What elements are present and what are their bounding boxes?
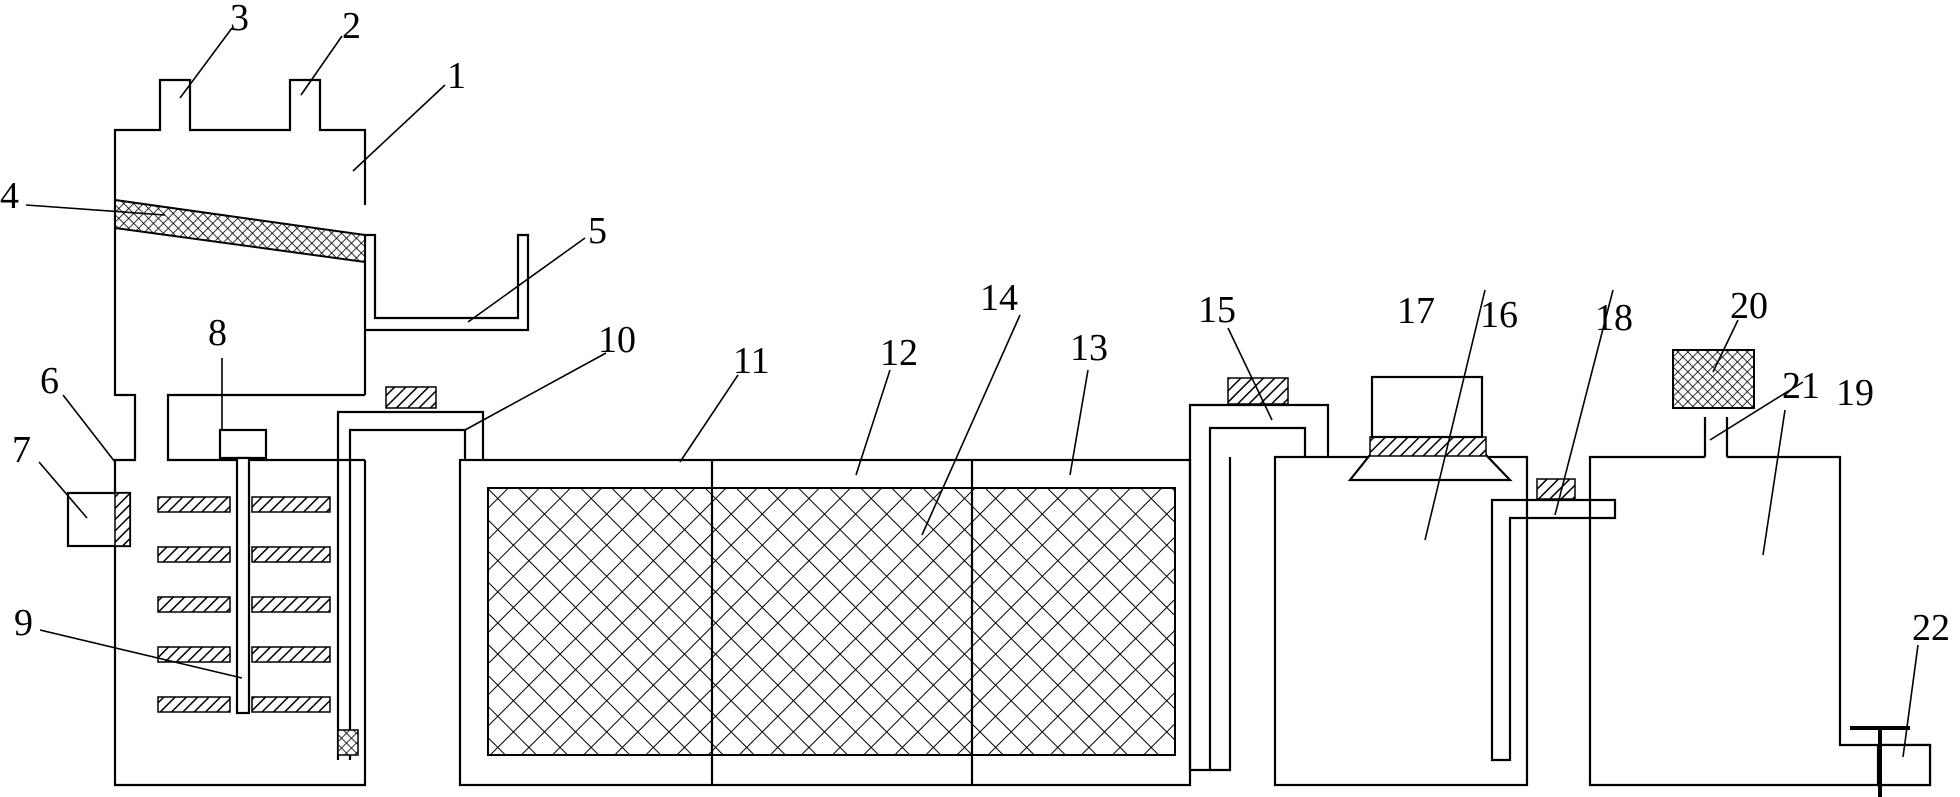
label-7: 7 [12,429,31,471]
label-2: 2 [342,5,361,47]
pipe-end-filter [337,729,359,756]
heater-plate [114,492,131,547]
transfer-pipe [336,410,485,760]
stirrer-blades [157,496,331,713]
valve-18 [1536,478,1576,500]
screen-mesh [114,198,366,264]
pump-10 [385,386,437,409]
label-19: 19 [1836,372,1874,414]
label-14: 14 [980,277,1018,319]
label-17: 17 [1397,290,1435,332]
label-3: 3 [230,0,249,39]
label-22: 22 [1912,607,1950,649]
aerator-plate [1369,436,1487,457]
tank-16 [1273,455,1529,787]
label-20: 20 [1730,285,1768,327]
leader-lines [25,27,1919,758]
stirrer-motor [218,428,268,460]
label-1: 1 [447,55,466,97]
outlet-valve-22 [1850,726,1910,797]
aerator-cone [1347,453,1513,482]
label-21: 21 [1782,365,1820,407]
aerator-box-17 [1370,375,1484,439]
vent-pipe-21 [1703,417,1729,457]
connector-pipe-18 [1490,498,1617,762]
filter-box-20 [1672,349,1755,409]
label-12: 12 [880,332,918,374]
label-16: 16 [1480,294,1518,336]
label-10: 10 [598,319,636,361]
label-6: 6 [40,360,59,402]
label-9: 9 [14,602,33,644]
label-4: 4 [0,175,19,217]
label-15: 15 [1198,289,1236,331]
stirrer-shaft [235,456,251,715]
label-11: 11 [733,340,770,382]
label-5: 5 [588,210,607,252]
label-18: 18 [1595,297,1633,339]
collection-tray [365,233,530,332]
siphon-pipe [1188,403,1330,772]
label-8: 8 [208,312,227,354]
filler-media [487,487,1176,756]
label-13: 13 [1070,327,1108,369]
